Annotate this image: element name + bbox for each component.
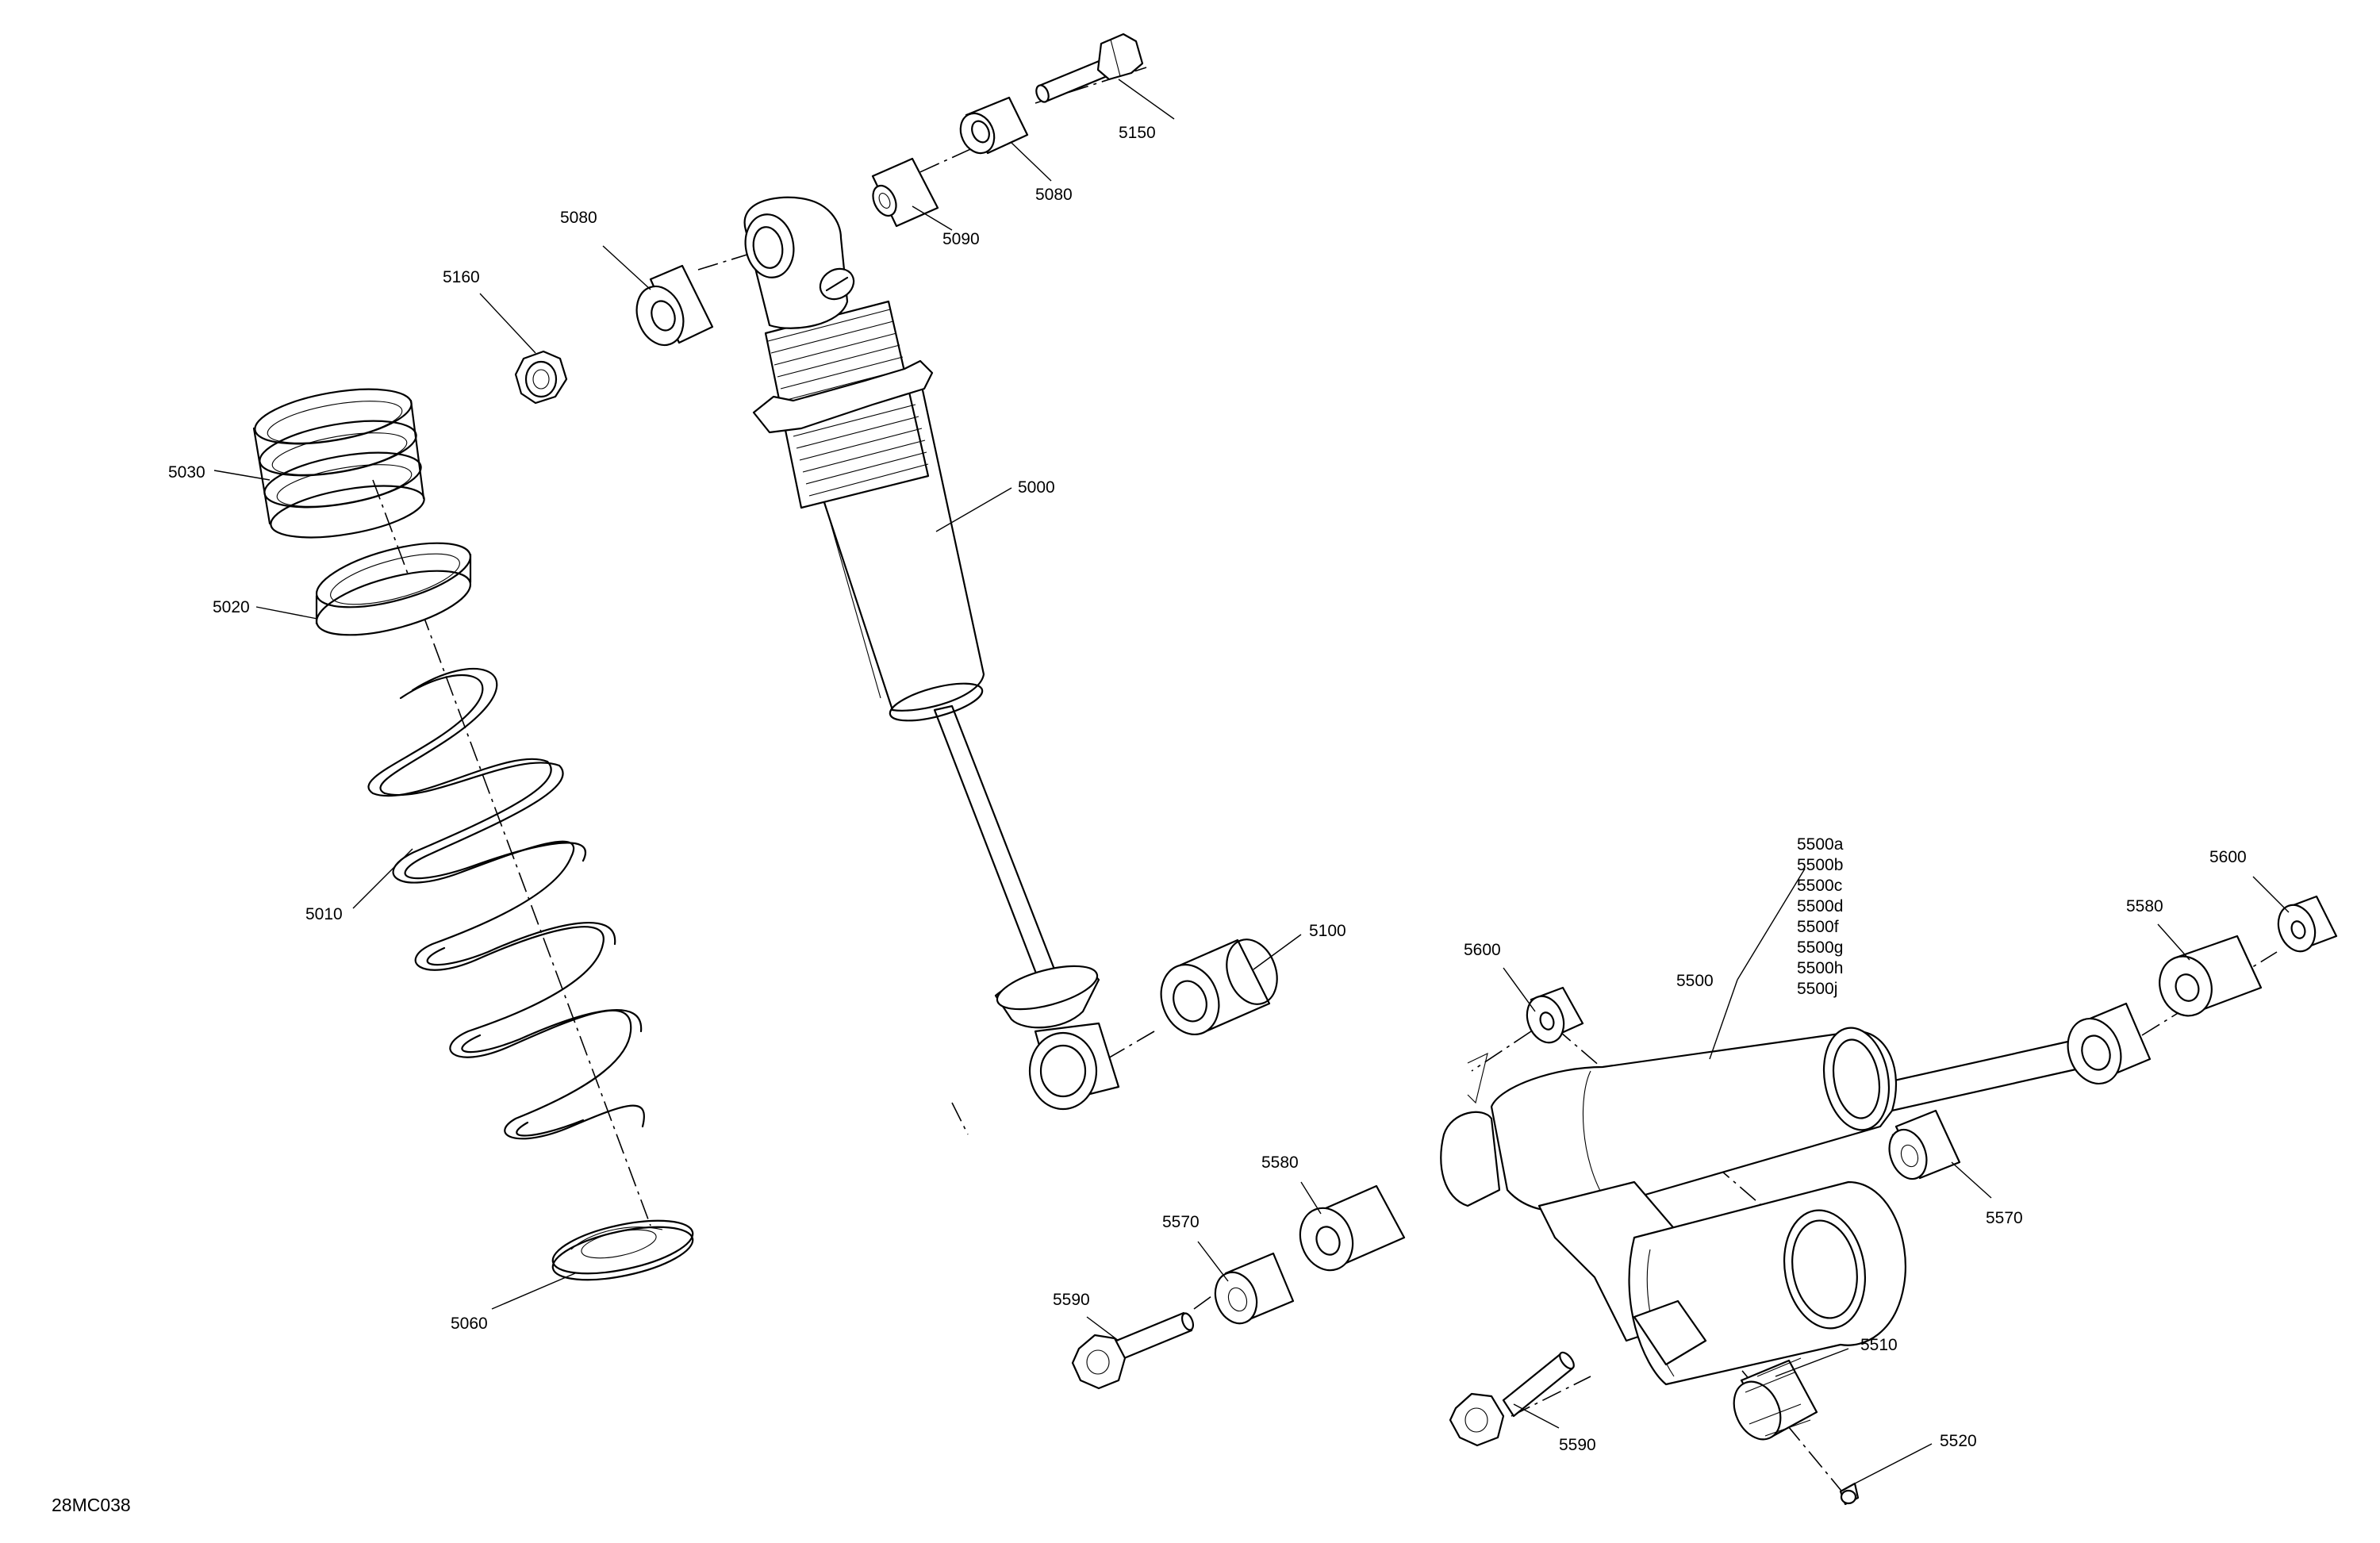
callout-5590-left: 5590 <box>1053 1291 1090 1309</box>
variant-label: 5500d <box>1797 897 1843 915</box>
variant-label: 5500c <box>1797 877 1842 895</box>
callout-5080-left: 5080 <box>560 209 597 227</box>
variant-list-5500: 5500a 5500b 5500c 5500d 5500f 5500g 5500… <box>1797 835 1844 998</box>
sleeve-5570-right <box>1888 1109 1961 1180</box>
bushing-5080-top <box>959 96 1029 155</box>
callout-5600-left: 5600 <box>1464 941 1501 959</box>
callout-5150: 5150 <box>1119 124 1156 142</box>
coil-spring-5010 <box>367 667 645 1140</box>
callout-5590-right: 5590 <box>1559 1436 1596 1454</box>
callout-5100: 5100 <box>1309 922 1346 940</box>
callout-5020: 5020 <box>213 598 250 616</box>
callout-5570-right: 5570 <box>1986 1209 2023 1227</box>
callout-5160: 5160 <box>443 268 480 286</box>
callout-5520: 5520 <box>1940 1432 1977 1450</box>
callout-5060: 5060 <box>451 1315 488 1333</box>
spring-seat-5020 <box>315 542 472 636</box>
variant-label: 5500h <box>1797 959 1843 977</box>
variant-label: 5500f <box>1797 918 1839 936</box>
shock-absorber-5000 <box>743 196 1120 1111</box>
bolt-5150 <box>1035 33 1144 103</box>
callout-5010: 5010 <box>305 905 343 923</box>
callout-5600-right: 5600 <box>2209 848 2247 866</box>
variant-label: 5500g <box>1797 938 1843 957</box>
sleeve-5580-left <box>1299 1184 1406 1272</box>
bushing-5600-right <box>2277 895 2338 953</box>
callout-5580-left: 5580 <box>1261 1153 1299 1172</box>
sleeve-5090 <box>871 157 939 228</box>
bushing-5100 <box>1160 938 1278 1036</box>
figure-id: 28MC038 <box>52 1495 131 1515</box>
callout-5000: 5000 <box>1018 478 1055 497</box>
bushing-5080-left <box>635 264 714 347</box>
sleeve-5570-left <box>1214 1252 1295 1325</box>
nut-5160 <box>514 350 568 405</box>
sleeve-5580-right <box>2159 935 2263 1017</box>
bolt-5590-left <box>1071 1311 1195 1390</box>
callout-5580-right: 5580 <box>2126 897 2163 915</box>
variant-label: 5500b <box>1797 856 1843 874</box>
retainer-plate-5060 <box>551 1219 694 1281</box>
reservoir-shock-5500 <box>1440 1002 2152 1386</box>
leader-lines <box>213 79 2290 1484</box>
screw-5520 <box>1839 1482 1860 1506</box>
adjuster-knob-5510 <box>1733 1357 1818 1441</box>
callout-5090: 5090 <box>942 230 980 248</box>
variant-label: 5500a <box>1797 835 1844 854</box>
ring-stack-5030 <box>252 388 425 539</box>
callout-labels: 5150 5080 5090 5080 5160 5030 5020 5000 … <box>52 124 2247 1515</box>
callout-5500: 5500 <box>1676 972 1714 990</box>
callout-5510: 5510 <box>1860 1336 1898 1354</box>
callout-5030: 5030 <box>168 463 205 482</box>
bushing-5600-left <box>1526 986 1584 1044</box>
variant-label: 5500j <box>1797 980 1837 998</box>
callout-5570-left: 5570 <box>1162 1213 1200 1231</box>
bolt-5590-right <box>1449 1351 1575 1447</box>
callout-5080-top: 5080 <box>1035 186 1073 204</box>
